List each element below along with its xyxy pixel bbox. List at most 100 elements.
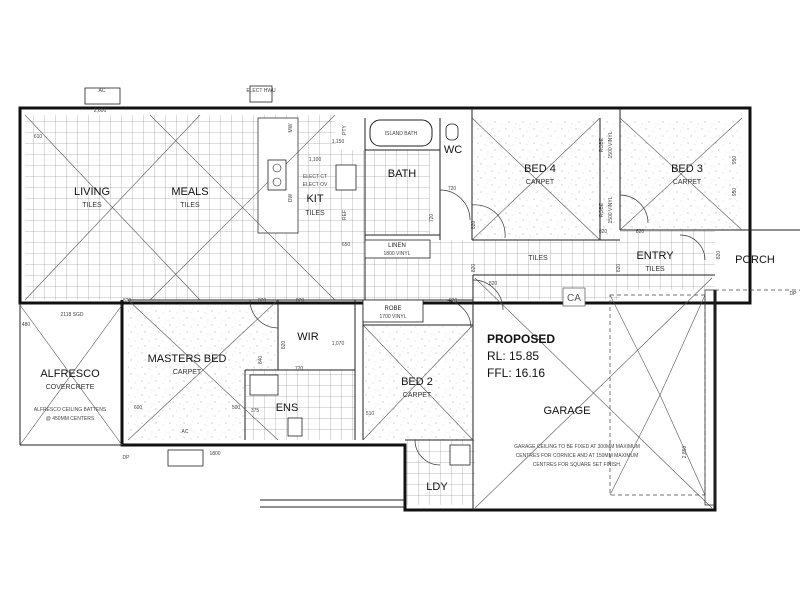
dp-label-left: DP xyxy=(123,455,131,461)
ac-unit-top xyxy=(84,87,121,105)
pty-label: PTY xyxy=(342,124,348,134)
wc-toilet xyxy=(445,123,459,141)
ldy-label: LDY xyxy=(426,481,448,493)
dim-820b: 820 xyxy=(471,221,477,230)
island-bath xyxy=(369,119,433,147)
fixture-labels: ELECT CT ELECT OV PTY REF DW MW ISLAND B… xyxy=(61,88,798,461)
linen-cupboard xyxy=(364,239,431,259)
kit-floor: TILES xyxy=(305,210,325,217)
room-labels: LIVING TILES MEALS TILES KIT TILES BATH … xyxy=(34,144,775,493)
kit-label: KIT xyxy=(306,193,323,205)
dp-label-right: DP xyxy=(790,291,798,297)
ens-vanity xyxy=(249,374,279,396)
dim-2600: 2,600 xyxy=(94,108,107,114)
garage-door-outline xyxy=(609,289,716,506)
dim-820a: 820 xyxy=(258,298,267,304)
proposed-ffl: FFL: 16.16 xyxy=(487,366,545,380)
garage-note-line1: GARAGE CEILING TO BE FIXED AT 300MM MAXI… xyxy=(514,444,640,450)
dw-label: DW xyxy=(288,194,294,203)
dim-820h: 820 xyxy=(296,298,305,304)
ens-toilet xyxy=(287,417,303,437)
dim-610: 610 xyxy=(34,134,43,140)
kitchen-sink xyxy=(267,159,287,191)
elect-ov-label: ELECT OV xyxy=(303,182,328,188)
fixtures xyxy=(84,85,471,467)
entry-label: ENTRY xyxy=(636,250,674,262)
hall-floor: TILES xyxy=(528,255,548,262)
living-floor: TILES xyxy=(82,202,102,209)
hwu-label: ELECT HWU xyxy=(246,88,276,94)
cooktop xyxy=(335,164,357,191)
dim-1070: 1,070 xyxy=(332,341,345,347)
bed2-label: BED 2 xyxy=(401,376,433,388)
dim-375: 375 xyxy=(251,408,260,414)
alfresco-label: ALFRESCO xyxy=(40,368,100,380)
storage-labels: LINEN 1800 VINYL ROBE 1700 VINYL ROBE 15… xyxy=(380,131,614,320)
dim-1100: 1,100 xyxy=(309,157,322,163)
dim-600: 600 xyxy=(134,405,143,411)
robe-bed3-title: ROBE xyxy=(599,202,605,217)
proposed-title: PROPOSED xyxy=(487,332,555,346)
bath-label: BATH xyxy=(388,168,417,180)
dim-820d: 820 xyxy=(449,298,458,304)
ref-label: REF xyxy=(342,210,348,220)
island-bath-label: ISLAND BATH xyxy=(385,131,418,137)
dim-820i: 820 xyxy=(599,229,608,235)
dim-820l: 820 xyxy=(616,264,622,273)
dimension-labels: 2,600 610 1,150 1,100 650 720 820 720 82… xyxy=(22,108,738,458)
ac-top-label: AC xyxy=(99,88,106,94)
ac-unit-bottom xyxy=(167,449,204,467)
proposed-block: PROPOSED RL: 15.85 FFL: 16.16 xyxy=(487,332,555,380)
ldy-trough xyxy=(449,444,471,466)
dim-1800: 1800 xyxy=(209,451,220,457)
dim-720c: 720 xyxy=(295,366,304,372)
bed3-floor: CARPET xyxy=(673,179,702,186)
dim-840: 840 xyxy=(258,356,264,365)
wir-label: WIR xyxy=(297,331,318,343)
meals-label: MEALS xyxy=(171,186,208,198)
dim-820c: 820 xyxy=(636,229,645,235)
meals-floor: TILES xyxy=(180,202,200,209)
robe-bed2-title: ROBE xyxy=(384,306,401,312)
alfresco-floor: COVERCRETE xyxy=(46,384,95,391)
robe-bed4-spec: 1500 VINYL xyxy=(608,131,614,158)
ens-label: ENS xyxy=(276,402,299,414)
dim-2850: 2,850 xyxy=(682,446,688,459)
bed4-carpet xyxy=(472,118,617,240)
dim-720b: 720 xyxy=(429,214,435,223)
living-label: LIVING xyxy=(74,186,110,198)
robe-bed4-title: ROBE xyxy=(599,137,605,152)
dim-820g: 820 xyxy=(123,298,132,304)
door-swings xyxy=(249,189,706,466)
ca-box xyxy=(562,287,586,307)
bed2-floor: CARPET xyxy=(403,392,432,399)
dim-950a: 950 xyxy=(732,156,738,165)
ca-label: CA xyxy=(567,293,581,304)
robe-bed2 xyxy=(362,299,424,323)
sgd-label: 2118 SGD xyxy=(61,312,84,318)
dim-720a: 720 xyxy=(448,186,457,192)
dim-500: 500 xyxy=(232,405,241,411)
garage-note-line3: CENTRES FOR SQUARE SET FINISH. xyxy=(533,462,622,468)
robe-bed2-spec: 1700 VINYL xyxy=(380,314,407,320)
dim-1150: 1,150 xyxy=(332,139,345,145)
dim-820j: 820 xyxy=(281,341,287,350)
hwu-unit xyxy=(249,85,273,103)
garage-note: GARAGE CEILING TO BE FIXED AT 300MM MAXI… xyxy=(514,444,640,468)
linen-spec: 1800 VINYL xyxy=(384,251,411,257)
dim-820k: 820 xyxy=(471,264,477,273)
ac-bottom-label: AC xyxy=(182,429,189,435)
garage-note-line2: CENTRES FOR CORNICE AND AT 150MM MAXIMUM xyxy=(516,453,639,459)
dim-950b: 950 xyxy=(732,188,738,197)
entry-floor: TILES xyxy=(645,266,665,273)
garage-label: GARAGE xyxy=(543,405,590,417)
porch-label: PORCH xyxy=(735,254,775,266)
dim-820e: 820 xyxy=(489,281,498,287)
linen-title: LINEN xyxy=(388,243,406,249)
masters-floor: CARPET xyxy=(173,369,202,376)
robe-bed3-spec: 1500 VINYL xyxy=(608,196,614,223)
alfresco-note-1: ALFRESCO CEILING BATTENS xyxy=(34,407,107,413)
dim-510: 510 xyxy=(366,411,375,417)
bed4-floor: CARPET xyxy=(526,179,555,186)
